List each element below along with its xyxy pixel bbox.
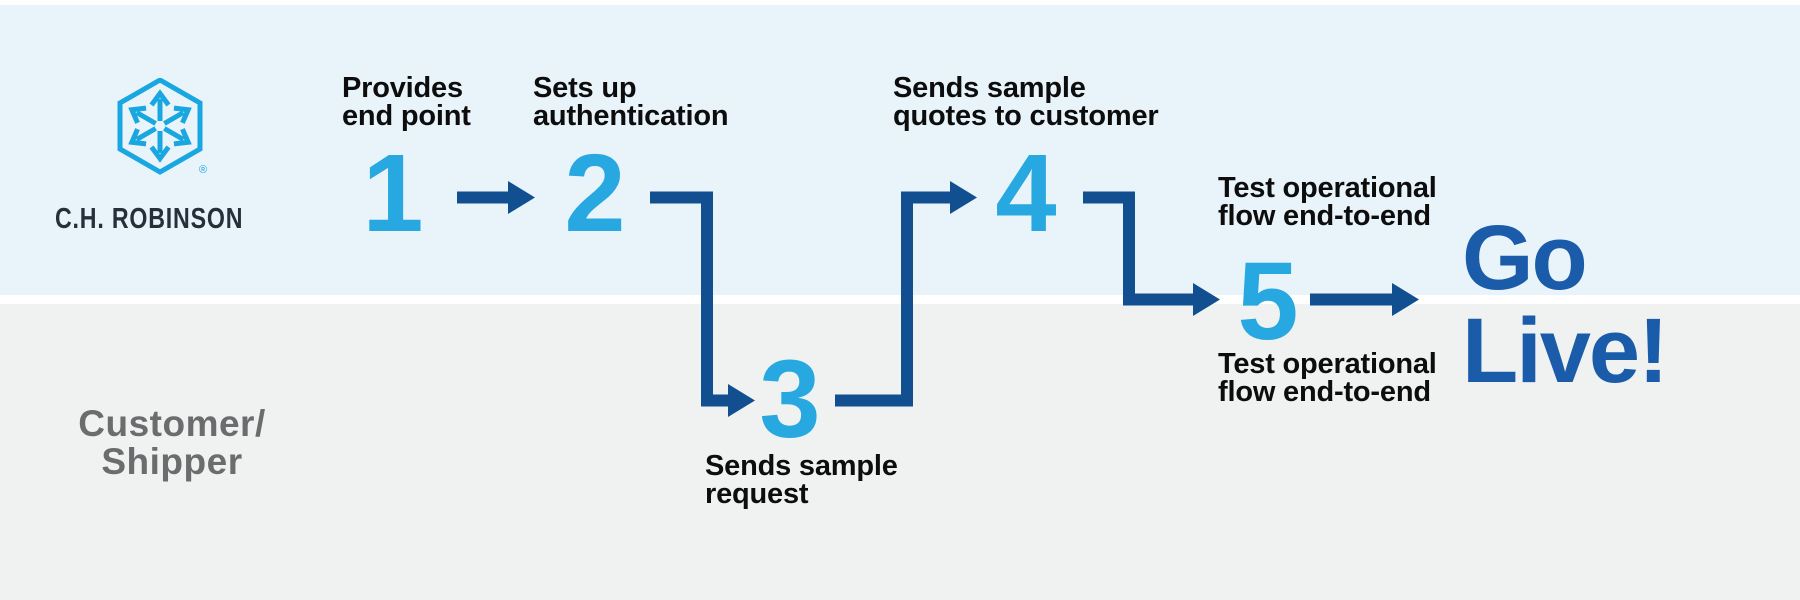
step2-label-line1: Sets up xyxy=(533,72,637,104)
step5-label-top-line2: flow end-to-end xyxy=(1218,200,1431,232)
connector-step2-step3 xyxy=(650,191,755,417)
step3-label-line2: request xyxy=(705,478,809,510)
customer-shipper-label: Customer/ Shipper xyxy=(42,405,302,481)
chrobinson-wordmark: C.H. ROBINSON xyxy=(55,203,244,235)
arrowhead-step1-step2 xyxy=(508,181,535,214)
step5-number: 5 xyxy=(1237,240,1299,363)
step1-label: Provides end point xyxy=(342,72,471,132)
logo-hexagon-shape xyxy=(117,78,203,175)
step5-label-bottom-line1: Test operational xyxy=(1218,348,1437,380)
customer-shipper-line2: Shipper xyxy=(101,441,243,482)
connector-step3-step4 xyxy=(835,181,977,407)
step5-label-top: Test operational flow end-to-end xyxy=(1218,172,1437,232)
step1-label-line1: Provides xyxy=(342,72,463,104)
step2-number: 2 xyxy=(564,132,626,255)
go-live-line1: Go xyxy=(1462,207,1588,309)
go-live-text: Go Live! xyxy=(1462,207,1669,402)
arrowhead-step4-step5 xyxy=(1193,283,1220,316)
step4-label-line1: Sends sample xyxy=(893,72,1086,104)
step3-number: 3 xyxy=(759,338,821,461)
step4-label: Sends sample quotes to customer xyxy=(893,72,1159,132)
step3-label: Sends sample request xyxy=(705,450,898,510)
arrowhead-step2-step3 xyxy=(728,384,755,417)
step2-label: Sets up authentication xyxy=(533,72,729,132)
chrobinson-logo-icon: ® xyxy=(117,78,207,176)
lane-customer-shipper xyxy=(0,304,1800,600)
connector-step4-step5 xyxy=(1083,191,1220,316)
step1-number: 1 xyxy=(362,132,424,255)
step5-label-top-line1: Test operational xyxy=(1218,172,1437,204)
connector-step1-step2 xyxy=(457,181,535,214)
go-live-line2: Live! xyxy=(1462,300,1669,402)
step4-number: 4 xyxy=(995,132,1057,255)
arrowhead-step5-golive xyxy=(1392,283,1419,316)
step4-label-line2: quotes to customer xyxy=(893,100,1159,132)
logo-arrows-icon xyxy=(128,89,192,163)
lane-chrobinson xyxy=(0,5,1800,295)
customer-shipper-line1: Customer/ xyxy=(78,403,266,444)
step3-label-line1: Sends sample xyxy=(705,450,898,482)
step2-label-line2: authentication xyxy=(533,100,729,132)
arrowhead-step3-step4 xyxy=(950,181,977,214)
step5-label-bottom: Test operational flow end-to-end xyxy=(1218,348,1437,408)
step1-label-line2: end point xyxy=(342,100,471,132)
step5-label-bottom-line2: flow end-to-end xyxy=(1218,376,1431,408)
registered-trademark-symbol: ® xyxy=(199,164,207,176)
connector-step5-golive xyxy=(1310,283,1419,316)
